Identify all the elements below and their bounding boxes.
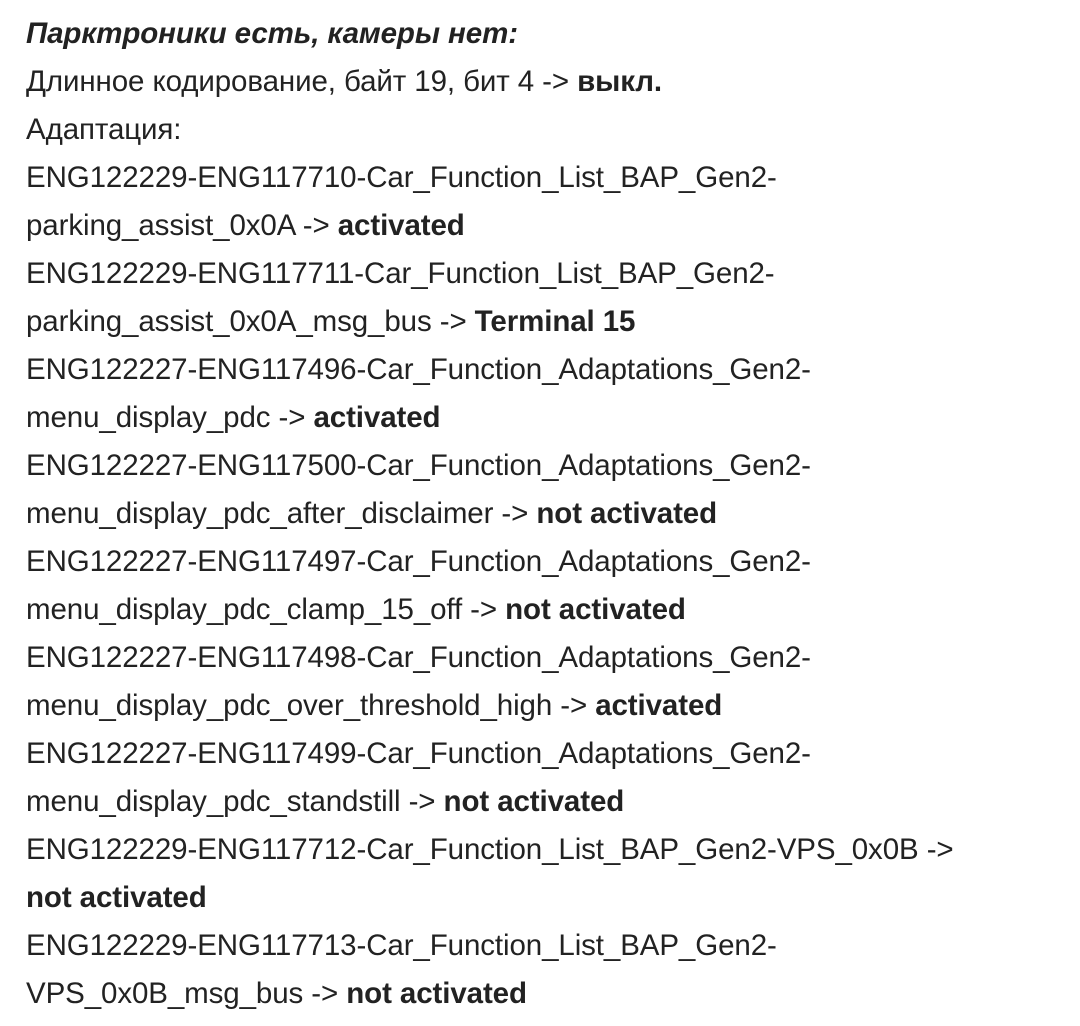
entry-parameter: menu_display_pdc_standstill -> xyxy=(26,785,444,818)
entry-parameter: menu_display_pdc -> xyxy=(26,401,314,434)
entry-setting: menu_display_pdc -> activated xyxy=(26,394,1066,442)
entry-value: activated xyxy=(313,401,441,434)
entry-value: Terminal 15 xyxy=(474,305,636,338)
entry-setting: not activated xyxy=(26,874,1066,922)
adaptation-entry: ENG122229-ENG117710-Car_Function_List_BA… xyxy=(26,154,1066,250)
entry-setting: menu_display_pdc_after_disclaimer -> not… xyxy=(26,490,1066,538)
adaptation-entry: ENG122227-ENG117496-Car_Function_Adaptat… xyxy=(26,346,1066,442)
section-heading: Парктроники есть, камеры нет: xyxy=(26,17,518,50)
adaptation-label: Адаптация: xyxy=(26,113,182,146)
adaptation-entry: ENG122227-ENG117497-Car_Function_Adaptat… xyxy=(26,538,1066,634)
entry-setting: menu_display_pdc_over_threshold_high -> … xyxy=(26,682,1066,730)
entry-value: activated xyxy=(337,209,465,242)
entry-parameter: parking_assist_0x0A -> xyxy=(26,209,338,242)
document-body: Парктроники есть, камеры нет: Длинное ко… xyxy=(26,10,1066,1018)
adaptation-entry: ENG122227-ENG117498-Car_Function_Adaptat… xyxy=(26,634,1066,730)
entry-value: not activated xyxy=(536,497,718,530)
adaptation-entry: ENG122227-ENG117499-Car_Function_Adaptat… xyxy=(26,730,1066,826)
entry-parameter: parking_assist_0x0A_msg_bus -> xyxy=(26,305,475,338)
entry-value: activated xyxy=(595,689,723,722)
entry-parameter: VPS_0x0B_msg_bus -> xyxy=(26,977,347,1010)
adaptation-entry: ENG122229-ENG117712-Car_Function_List_BA… xyxy=(26,826,1066,922)
entry-setting: menu_display_pdc_clamp_15_off -> not act… xyxy=(26,586,1066,634)
entry-value: not activated xyxy=(505,593,686,626)
entry-parameter: menu_display_pdc_over_threshold_high -> xyxy=(26,689,596,722)
entry-value: not activated xyxy=(346,977,527,1010)
entry-parameter: menu_display_pdc_clamp_15_off -> xyxy=(26,593,506,626)
entry-channel: ENG122227-ENG117498-Car_Function_Adaptat… xyxy=(26,641,811,674)
entry-channel: ENG122227-ENG117497-Car_Function_Adaptat… xyxy=(26,545,811,578)
entry-value: not activated xyxy=(443,785,625,818)
entry-channel: ENG122229-ENG117710-Car_Function_List_BA… xyxy=(26,161,777,194)
adaptation-entry: ENG122229-ENG117711-Car_Function_List_BA… xyxy=(26,250,1066,346)
entry-setting: menu_display_pdc_standstill -> not activ… xyxy=(26,778,1066,826)
adaptation-entry: ENG122229-ENG117713-Car_Function_List_BA… xyxy=(26,922,1066,1018)
coding-text: Длинное кодирование, байт 19, бит 4 -> xyxy=(26,65,578,98)
entry-channel: ENG122229-ENG117712-Car_Function_List_BA… xyxy=(26,833,954,866)
entry-channel: ENG122227-ENG117499-Car_Function_Adaptat… xyxy=(26,737,811,770)
entry-channel: ENG122227-ENG117500-Car_Function_Adaptat… xyxy=(26,449,811,482)
entry-setting: VPS_0x0B_msg_bus -> not activated xyxy=(26,970,1066,1018)
entry-channel: ENG122229-ENG117711-Car_Function_List_BA… xyxy=(26,257,775,290)
entry-setting: parking_assist_0x0A -> activated xyxy=(26,202,1066,250)
entry-channel: ENG122229-ENG117713-Car_Function_List_BA… xyxy=(26,929,777,962)
coding-line: Длинное кодирование, байт 19, бит 4 -> в… xyxy=(26,58,1066,106)
entry-setting: parking_assist_0x0A_msg_bus -> Terminal … xyxy=(26,298,1066,346)
entry-value: not activated xyxy=(26,881,207,914)
entry-channel: ENG122227-ENG117496-Car_Function_Adaptat… xyxy=(26,353,811,386)
coding-value: выкл. xyxy=(577,65,663,98)
adaptation-entry: ENG122227-ENG117500-Car_Function_Adaptat… xyxy=(26,442,1066,538)
entry-parameter: menu_display_pdc_after_disclaimer -> xyxy=(26,497,537,530)
